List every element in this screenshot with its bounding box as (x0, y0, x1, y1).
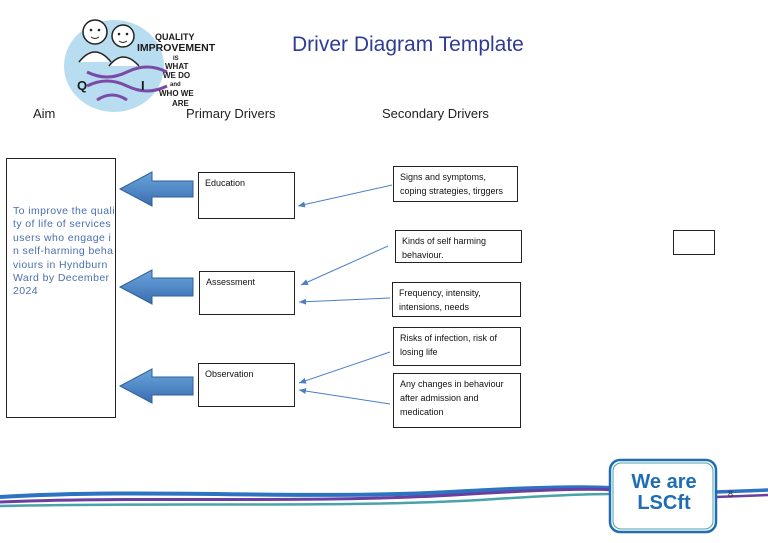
secondary-driver-5: Any changes in behaviour after admission… (393, 373, 521, 428)
logo-letter-q: Q (77, 78, 87, 93)
brand-line-2: LSCft (637, 492, 691, 514)
logo-line-6: and (170, 82, 181, 88)
footer-wave-right (715, 488, 768, 494)
logo-line-7: WHO WE (159, 89, 194, 98)
logo-line-4: WHAT (165, 62, 189, 71)
primary-driver-education: Education (198, 172, 295, 219)
aim-heading: Aim (33, 106, 56, 121)
qi-logo: Q I QUALITY IMPROVEMENT IS WHAT WE DO an… (57, 10, 235, 114)
qi-logo-graphic: Q I QUALITY IMPROVEMENT IS WHAT WE DO an… (64, 19, 216, 112)
logo-line-8: ARE (172, 99, 190, 108)
primary-driver-observation: Observation (198, 363, 295, 407)
footer-wave-teal (0, 492, 613, 508)
connector-3 (298, 297, 391, 305)
connector-5 (298, 388, 391, 405)
footer-wave-purple (0, 487, 613, 504)
brand-text: We are LSCft (618, 472, 710, 514)
page-number: 8 (728, 489, 734, 499)
brand-badge-outline (608, 458, 718, 534)
logo-line-2: IMPROVEMENT (137, 42, 216, 54)
logo-line-1: QUALITY (155, 32, 195, 42)
brand-line-1: We are (631, 471, 697, 493)
footer-wave-blue (0, 485, 613, 499)
block-arrow-assessment (118, 269, 194, 305)
logo-line-3: IS (173, 56, 179, 62)
connector-4 (298, 351, 391, 384)
secondary-driver-2: Kinds of self harming behaviour. (395, 230, 522, 263)
aim-box (6, 158, 116, 418)
slide-title: Driver Diagram Template (292, 33, 524, 56)
connector-2 (300, 245, 389, 286)
primary-driver-assessment: Assessment (199, 271, 295, 315)
secondary-driver-1: Signs and symptoms, coping strategies, t… (393, 166, 518, 202)
logo-line-5: WE DO (163, 71, 190, 80)
secondary-driver-4: Risks of infection, risk of losing life (393, 327, 521, 366)
block-arrow-observation (118, 368, 194, 404)
connector-1 (297, 184, 393, 208)
footer-wave-right-2 (715, 493, 768, 499)
aim-statement: To improve the quality of life of servic… (13, 205, 115, 298)
primary-drivers-heading: Primary Drivers (186, 106, 276, 121)
logo-letter-i: I (141, 78, 145, 93)
secondary-driver-3: Frequency, intensity, intensions, needs (392, 282, 521, 317)
block-arrow-education (118, 171, 194, 207)
secondary-drivers-heading: Secondary Drivers (382, 106, 489, 121)
empty-box (673, 230, 715, 255)
